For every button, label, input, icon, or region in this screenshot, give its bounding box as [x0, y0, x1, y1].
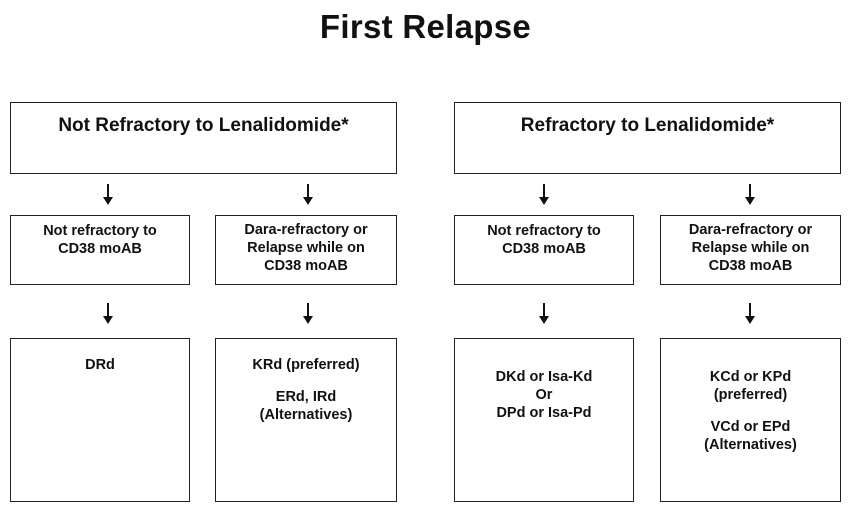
condition-line: CD38 moAB [264, 258, 348, 274]
alternative-line: (Alternatives) [704, 437, 797, 453]
header-label: Refractory to Lenalidomide* [520, 115, 775, 136]
condition-box-not-refractory-cd38: Not refractory to CD38 moAB [454, 215, 634, 285]
condition-line: Not refractory to [43, 223, 157, 239]
condition-box-dara-refractory: Dara-refractory or Relapse while on CD38… [215, 215, 397, 285]
treatment-line: KRd (preferred) [252, 357, 360, 373]
header-box-not-refractory-lenalidomide: Not Refractory to Lenalidomide* [10, 102, 397, 174]
arrow-down-icon [103, 303, 113, 324]
treatment-line: DPd or Isa-Pd [496, 405, 592, 421]
condition-line: CD38 moAB [58, 241, 142, 257]
treatment-line: Or [535, 387, 553, 403]
condition-line: Relapse while on [691, 240, 810, 256]
treatment-box-kcd: KCd or KPd (preferred) VCd or EPd (Alter… [660, 338, 841, 502]
condition-line: Not refractory to [487, 223, 601, 239]
condition-line: Relapse while on [247, 240, 365, 256]
arrow-down-icon [539, 184, 549, 205]
treatment-line: KCd or KPd [709, 369, 792, 385]
condition-box-not-refractory-cd38: Not refractory to CD38 moAB [10, 215, 190, 285]
alternative-line: VCd or EPd [710, 419, 791, 435]
condition-line: CD38 moAB [708, 258, 793, 274]
treatment-line: DRd [85, 357, 115, 373]
treatment-box-krd: KRd (preferred) ERd, IRd (Alternatives) [215, 338, 397, 502]
condition-line: Dara-refractory or [244, 222, 368, 238]
arrow-down-icon [745, 303, 755, 324]
condition-line: CD38 moAB [502, 241, 586, 257]
arrow-down-icon [303, 184, 313, 205]
treatment-line: (preferred) [713, 387, 788, 403]
condition-box-dara-refractory: Dara-refractory or Relapse while on CD38… [660, 215, 841, 285]
arrow-down-icon [303, 303, 313, 324]
condition-line: Dara-refractory or [688, 222, 813, 238]
alternative-line: (Alternatives) [259, 407, 353, 423]
treatment-box-dkd: DKd or Isa-Kd Or DPd or Isa-Pd [454, 338, 634, 502]
arrow-down-icon [103, 184, 113, 205]
arrow-down-icon [745, 184, 755, 205]
alternative-line: ERd, IRd [275, 389, 337, 405]
page-title: First Relapse [319, 8, 532, 45]
arrow-down-icon [539, 303, 549, 324]
header-label: Not Refractory to Lenalidomide* [58, 115, 349, 136]
header-box-refractory-lenalidomide: Refractory to Lenalidomide* [454, 102, 841, 174]
treatment-box-drd: DRd [10, 338, 190, 502]
treatment-line: DKd or Isa-Kd [495, 369, 593, 385]
